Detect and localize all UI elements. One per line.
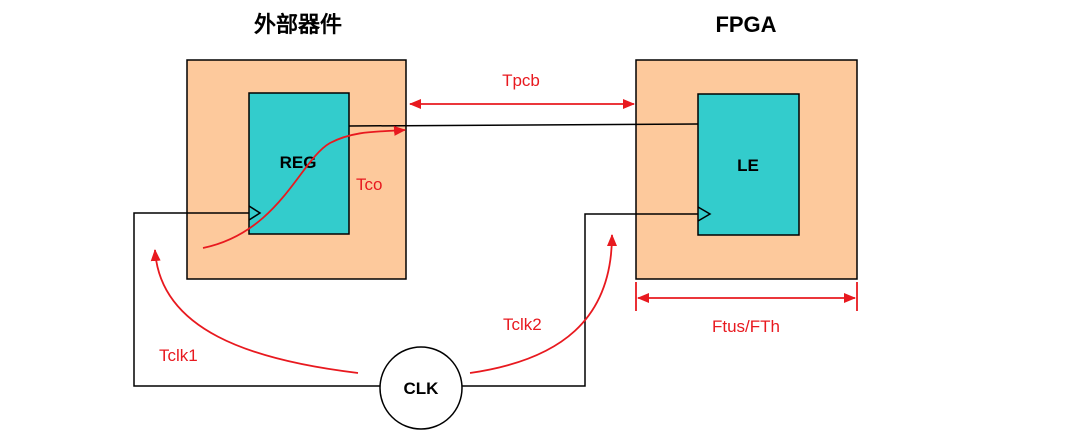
tco-label: Tco <box>356 175 382 194</box>
clock-wire-to-reg <box>133 212 380 387</box>
ftus-label: Ftus/FTh <box>712 317 780 336</box>
reg-clock-input-icon <box>248 205 262 221</box>
le-clock-input-icon <box>697 206 712 222</box>
clock-source <box>379 346 463 430</box>
tclk2-label: Tclk2 <box>503 315 542 334</box>
tclk2-arrow <box>469 234 617 374</box>
reg-block <box>248 92 350 235</box>
tco-arrow <box>202 125 406 249</box>
fpga-title: FPGA <box>715 12 776 37</box>
tclk1-label: Tclk1 <box>159 346 198 365</box>
clock-label: CLK <box>404 379 440 398</box>
le-label: LE <box>737 156 759 175</box>
clock-wire-to-le <box>462 213 698 387</box>
external-device-title: 外部器件 <box>254 12 342 37</box>
data-wire <box>348 123 699 127</box>
tclk1-arrow <box>150 249 359 374</box>
le-block <box>697 93 800 236</box>
tpcb-label: Tpcb <box>502 71 540 90</box>
